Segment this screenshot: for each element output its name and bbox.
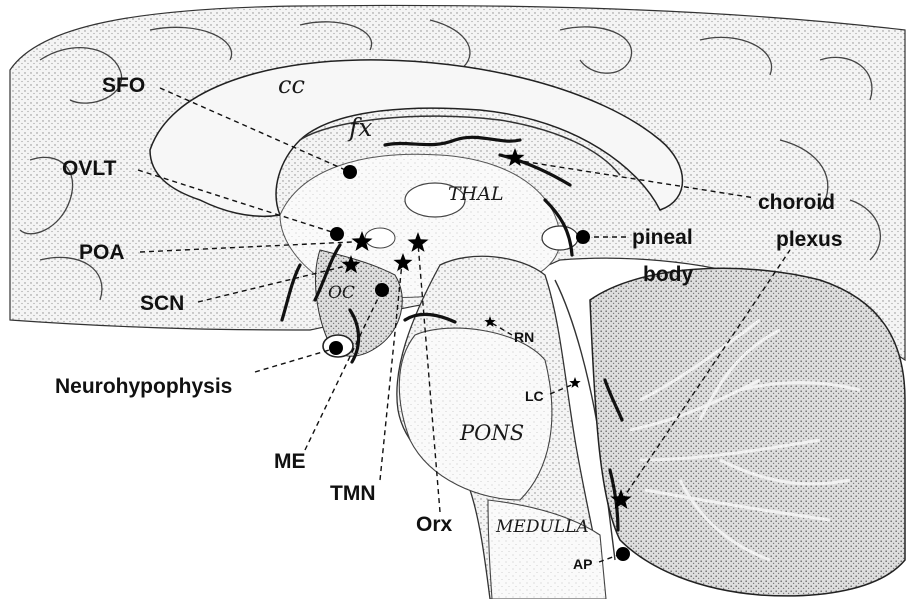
label-neurohypophysis: Neurohypophysis [55, 375, 232, 398]
dot-ap [616, 547, 630, 561]
region-label-medulla: MEDULLA [495, 517, 589, 537]
label-pineal-line2: body [643, 263, 693, 286]
label-rn: RN [514, 329, 534, 345]
dot-ovlt [330, 227, 344, 241]
region-label-cc: cc [278, 71, 305, 99]
label-tmn: TMN [330, 482, 376, 505]
label-choroid-line2: plexus [776, 228, 843, 251]
cerebellum [590, 268, 905, 596]
region-label-oc: OC [328, 283, 355, 303]
label-lc: LC [525, 388, 544, 404]
label-poa: POA [79, 241, 125, 264]
region-label-pons: PONS [459, 421, 524, 445]
region-label-thal: THAL [448, 183, 504, 205]
label-choroid-line1: choroid [758, 191, 835, 214]
dot-sfo [343, 165, 357, 179]
label-ovlt: OVLT [62, 157, 117, 180]
label-me: ME [274, 450, 306, 473]
label-pineal-line1: pineal [632, 226, 693, 249]
label-scn: SCN [140, 292, 184, 315]
dot-pineal [576, 230, 590, 244]
dot-me [375, 283, 389, 297]
label-orx: Orx [416, 513, 453, 536]
label-sfo: SFO [102, 74, 145, 97]
pineal-region [542, 226, 578, 250]
interthalamic-adhesion [365, 228, 395, 248]
region-label-fx: fx [347, 113, 372, 142]
label-ap: AP [573, 556, 592, 572]
dot-neurohypophysis [329, 341, 343, 355]
